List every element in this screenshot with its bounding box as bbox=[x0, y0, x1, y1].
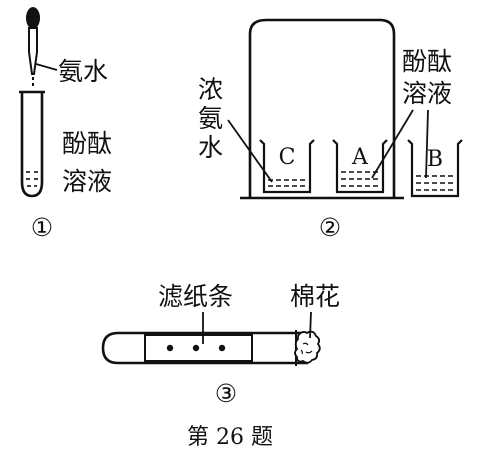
figure-2: C A B 浓 氨 水 酚酞 溶液 bbox=[198, 18, 463, 242]
figure-2-number: ② bbox=[319, 213, 341, 242]
reagent-label: 氨水 bbox=[58, 57, 108, 86]
phenol-label-2: 溶液 bbox=[402, 79, 452, 108]
phenol-dot bbox=[166, 344, 174, 352]
filter-paper-label: 滤纸条 bbox=[158, 282, 233, 311]
leader-line bbox=[35, 63, 58, 71]
dropper-bulb bbox=[26, 7, 40, 29]
figure-3-number: ③ bbox=[215, 379, 237, 408]
figure-3: 滤纸条 棉花 ③ bbox=[101, 282, 340, 408]
cotton-texture bbox=[300, 342, 313, 355]
leader-line bbox=[309, 311, 312, 339]
conc-ammonia-label-1: 浓 bbox=[198, 75, 223, 104]
leader-line bbox=[371, 109, 414, 179]
dropper-tube bbox=[28, 27, 38, 75]
figure-caption: 第 26 题 bbox=[187, 425, 273, 450]
phenol-dot bbox=[192, 344, 200, 352]
cotton-plug bbox=[294, 330, 321, 364]
leader-line bbox=[227, 119, 273, 183]
test-tube bbox=[20, 92, 44, 198]
conc-ammonia-label-3: 水 bbox=[198, 133, 223, 162]
horizontal-tube bbox=[101, 331, 308, 365]
beaker-c: C bbox=[259, 139, 315, 194]
beaker-c-label: C bbox=[279, 145, 296, 170]
cotton-label: 棉花 bbox=[290, 282, 340, 311]
beaker-a: A bbox=[332, 139, 388, 194]
beaker-b-label: B bbox=[427, 147, 443, 172]
leader-line bbox=[425, 109, 429, 179]
figure-1-number: ① bbox=[31, 213, 53, 242]
solution-label-1: 酚酞 bbox=[62, 129, 112, 158]
conc-ammonia-label-2: 氨 bbox=[198, 104, 223, 133]
beaker-b: B bbox=[407, 139, 463, 198]
phenol-dot bbox=[218, 344, 226, 352]
phenol-label-1: 酚酞 bbox=[402, 47, 452, 76]
bell-jar bbox=[248, 18, 396, 198]
figure-1: 氨水 酚酞 溶液 ① bbox=[19, 7, 112, 242]
solution-label-2: 溶液 bbox=[62, 167, 112, 196]
beaker-a-label: A bbox=[351, 145, 369, 170]
tube-liquid bbox=[26, 171, 38, 187]
